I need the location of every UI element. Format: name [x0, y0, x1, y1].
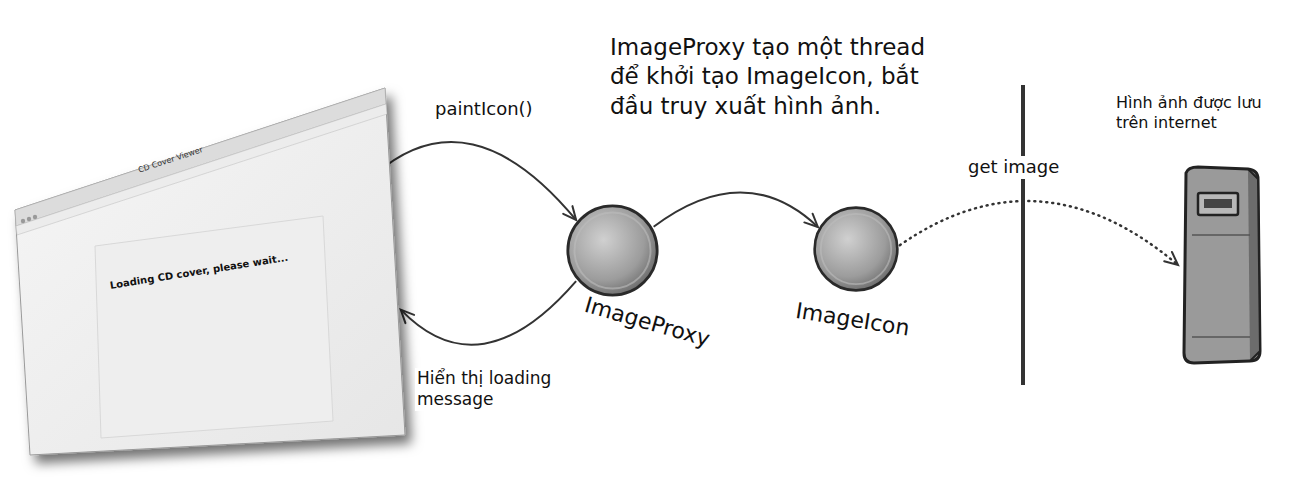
server-body — [1184, 167, 1260, 363]
connector-label: paintIcon() — [433, 98, 535, 121]
server-slot — [1198, 193, 1238, 215]
dotted-connector — [900, 201, 1178, 265]
object-circle-rim — [821, 214, 891, 284]
object-circle-shape — [568, 206, 657, 295]
window-button — [27, 217, 31, 221]
object-name: ImageProxy — [581, 291, 742, 362]
object-name: ImageIcon — [794, 297, 946, 348]
object-circle-rim — [575, 213, 651, 289]
headline-note: ImageProxy tạo một thread để khởi tạo Im… — [610, 33, 960, 121]
server-illustration — [1178, 165, 1263, 365]
real-object: ImageIcon — [812, 205, 900, 293]
object-circle — [812, 205, 900, 293]
connector-label: Hiển thị loading message — [415, 368, 589, 411]
window-titlebar — [15, 88, 386, 226]
proxy-object: ImageProxy — [565, 203, 660, 298]
curved-connector — [375, 142, 576, 220]
window-button — [33, 215, 37, 219]
server-slot — [1204, 199, 1232, 208]
server-line — [1192, 234, 1250, 236]
server-side — [1248, 169, 1260, 361]
arrow-head — [401, 310, 414, 324]
window-toolbar — [16, 104, 387, 235]
object-circle — [565, 203, 660, 298]
application-window: CD Cover ViewerLoading CD cover, please … — [15, 88, 405, 455]
server-line — [1192, 336, 1250, 338]
window-frame — [15, 88, 405, 455]
arrow-head — [563, 206, 576, 220]
network-boundary — [1021, 85, 1025, 385]
server-caption: Hình ảnh được lưu trên internet — [1116, 93, 1288, 133]
connector-label: get image — [966, 156, 1061, 179]
connector-line — [654, 192, 818, 227]
image-server: Hình ảnh được lưu trên internet — [1178, 165, 1263, 365]
window-panel — [95, 216, 333, 438]
connector-line — [401, 281, 576, 345]
window-button — [21, 219, 25, 223]
object-circle-shape — [815, 208, 898, 291]
arrow-head — [1164, 252, 1178, 265]
connector-line — [900, 201, 1178, 265]
arrow-head — [804, 214, 818, 227]
curved-connector — [401, 281, 576, 345]
curved-connector — [654, 192, 818, 227]
connector-line — [375, 142, 576, 220]
